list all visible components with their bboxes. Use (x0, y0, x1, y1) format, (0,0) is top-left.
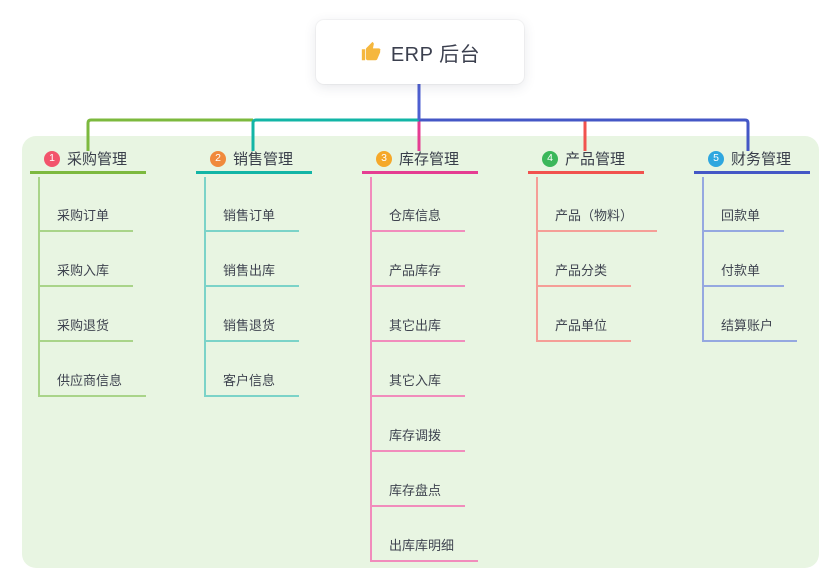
branch-number-badge: 4 (542, 150, 558, 167)
branch-topic-label: 库存管理 (399, 151, 460, 168)
branch-topic-label: 产品管理 (565, 151, 626, 168)
child-node[interactable]: 库存盘点 (370, 467, 466, 507)
child-node[interactable]: 客户信息 (204, 357, 300, 397)
child-node-label: 结算账户 (721, 318, 774, 333)
root-node[interactable]: ERP 后台 (316, 20, 524, 84)
thumbs-up-shape (361, 41, 381, 61)
child-node-label: 出库库明细 (389, 538, 455, 553)
child-node-label: 产品单位 (555, 318, 608, 333)
child-node-label: 仓库信息 (389, 208, 442, 223)
branch-number-badge: 3 (376, 150, 392, 167)
child-node[interactable]: 结算账户 (702, 302, 798, 342)
canvas-panel (22, 136, 819, 568)
child-node-label: 销售出库 (223, 263, 276, 278)
branch-topic-label: 销售管理 (233, 151, 294, 168)
child-node-label: 库存盘点 (389, 483, 442, 498)
child-node-label: 销售订单 (223, 208, 276, 223)
child-node[interactable]: 产品库存 (370, 247, 466, 287)
child-node-label: 其它出库 (389, 318, 442, 333)
child-node[interactable]: 采购退货 (38, 302, 134, 342)
child-node[interactable]: 仓库信息 (370, 192, 466, 232)
child-node-label: 产品分类 (555, 263, 608, 278)
branch-topic[interactable]: 4 产品管理 (528, 146, 644, 174)
branch-number-badge: 1 (44, 150, 60, 167)
child-node-label: 回款单 (721, 208, 761, 223)
child-node-label: 销售退货 (223, 318, 276, 333)
child-node[interactable]: 回款单 (702, 192, 785, 232)
branch-topic[interactable]: 5 财务管理 (694, 146, 810, 174)
branch-topic-label: 采购管理 (67, 151, 128, 168)
children-connector-line (370, 177, 372, 560)
branch-topic[interactable]: 3 库存管理 (362, 146, 478, 174)
child-node[interactable]: 产品分类 (536, 247, 632, 287)
child-node[interactable]: 其它入库 (370, 357, 466, 397)
child-node-label: 产品（物料） (555, 208, 634, 223)
child-node[interactable]: 产品单位 (536, 302, 632, 342)
child-node-label: 采购订单 (57, 208, 110, 223)
child-node-label: 库存调拨 (389, 428, 442, 443)
child-node[interactable]: 出库库明细 (370, 522, 479, 562)
child-node[interactable]: 付款单 (702, 247, 785, 287)
child-node[interactable]: 销售出库 (204, 247, 300, 287)
child-node[interactable]: 其它出库 (370, 302, 466, 342)
branch-topic[interactable]: 1 采购管理 (30, 146, 146, 174)
child-node[interactable]: 产品（物料） (536, 192, 658, 232)
children-connector-line (536, 177, 538, 340)
child-node[interactable]: 库存调拨 (370, 412, 466, 452)
child-node[interactable]: 采购订单 (38, 192, 134, 232)
branch-number-badge: 5 (708, 150, 724, 167)
children-connector-line (702, 177, 704, 340)
child-node[interactable]: 销售订单 (204, 192, 300, 232)
child-node-label: 其它入库 (389, 373, 442, 388)
child-node-label: 供应商信息 (57, 373, 123, 388)
child-node[interactable]: 销售退货 (204, 302, 300, 342)
branch-number-badge: 2 (210, 150, 226, 167)
child-node[interactable]: 供应商信息 (38, 357, 147, 397)
thumbs-up-icon (361, 41, 381, 61)
branch-topic-label: 财务管理 (731, 151, 792, 168)
child-node-label: 产品库存 (389, 263, 442, 278)
child-node-label: 付款单 (721, 263, 761, 278)
child-node-label: 客户信息 (223, 373, 276, 388)
root-title: ERP 后台 (390, 43, 481, 66)
child-node-label: 采购退货 (57, 318, 110, 333)
child-node-label: 采购入库 (57, 263, 110, 278)
child-node[interactable]: 采购入库 (38, 247, 134, 287)
branch-topic[interactable]: 2 销售管理 (196, 146, 312, 174)
